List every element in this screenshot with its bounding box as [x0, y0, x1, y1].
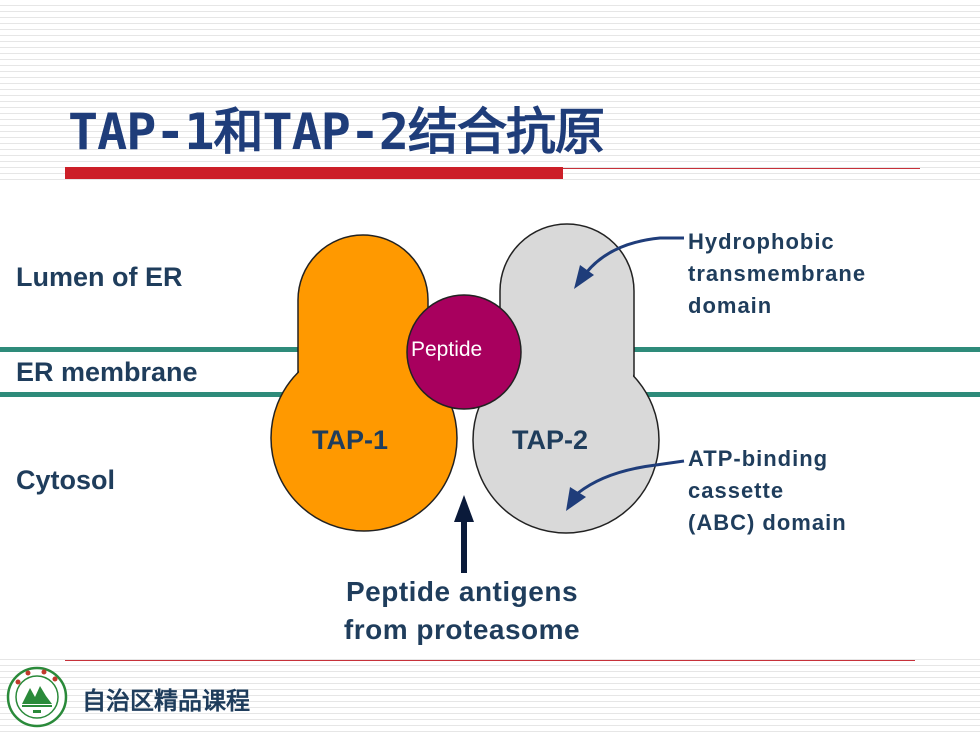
- university-seal-icon: [6, 666, 68, 728]
- title-underline-accent: [65, 167, 563, 179]
- peptide-label: Peptide: [411, 338, 483, 361]
- membrane-label: ER membrane: [16, 357, 198, 387]
- hydrophobic-domain-pointer: [574, 236, 684, 289]
- abc-domain-pointer: [566, 459, 685, 511]
- hydrophobic-note-line-1: Hydrophobic: [688, 229, 835, 254]
- tap1-shape: [270, 234, 458, 532]
- peptide-entry-arrow: [454, 495, 474, 573]
- hydrophobic-note-line-2: transmembrane: [688, 261, 867, 286]
- cytosol-label: Cytosol: [16, 465, 116, 495]
- lumen-label: Lumen of ER: [16, 262, 183, 292]
- peptide-source-caption: Peptide antigens from proteasome: [300, 573, 624, 649]
- hydrophobic-domain-note: Hydrophobic transmembrane domain: [688, 226, 866, 322]
- hydrophobic-note-line-3: domain: [688, 293, 773, 318]
- tap2-shape: [472, 223, 660, 534]
- tap-diagram: Lumen of ER ER membrane Cytosol TAP-1 TA…: [0, 185, 980, 655]
- caption-line-2: from proteasome: [343, 614, 581, 645]
- abc-note-line-1: ATP-binding: [688, 446, 829, 471]
- slide-title: TAP-1和TAP-2结合抗原: [68, 103, 605, 161]
- abc-note-line-3: (ABC) domain: [688, 510, 847, 535]
- abc-note-line-2: cassette: [688, 478, 785, 503]
- footer-course-label: 自治区精品课程: [82, 687, 250, 715]
- tap1-label: TAP-1: [312, 425, 389, 455]
- peptide-circle: [406, 294, 522, 410]
- footer-rule: [65, 660, 915, 661]
- tap2-label: TAP-2: [512, 425, 589, 455]
- tap-diagram-graphic: [0, 223, 980, 573]
- caption-line-1: Peptide antigens: [345, 576, 579, 607]
- abc-domain-note: ATP-binding cassette (ABC) domain: [688, 443, 847, 539]
